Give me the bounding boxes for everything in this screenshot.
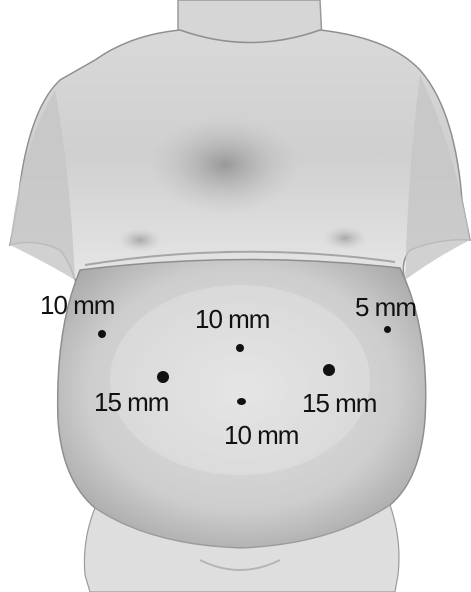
port-dot-left-upper bbox=[98, 330, 106, 338]
port-label-right-upper: 5 mm bbox=[355, 294, 416, 320]
port-dot-right-lower bbox=[323, 364, 335, 376]
port-label-left-lower: 15 mm bbox=[94, 389, 168, 415]
port-label-umbilical: 10 mm bbox=[224, 422, 298, 448]
port-label-center-upper: 10 mm bbox=[195, 306, 269, 332]
port-dot-right-upper bbox=[384, 326, 391, 333]
port-label-right-lower: 15 mm bbox=[302, 390, 376, 416]
port-dot-center-upper bbox=[236, 344, 244, 352]
port-dot-umbilical bbox=[237, 398, 246, 405]
port-dot-left-lower bbox=[157, 371, 169, 383]
port-label-left-upper: 10 mm bbox=[40, 292, 114, 318]
